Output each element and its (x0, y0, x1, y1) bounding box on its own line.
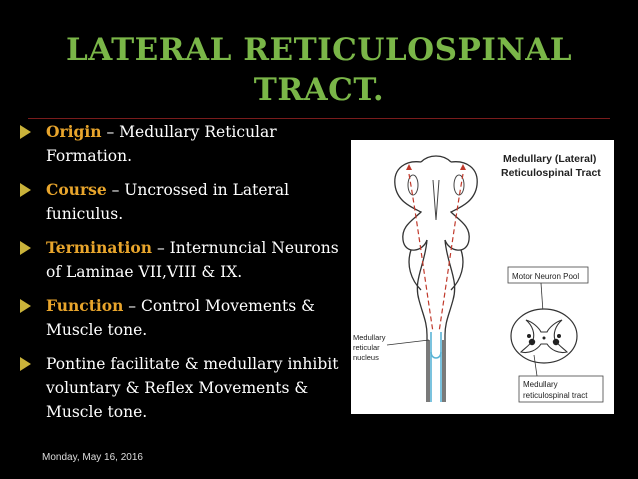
title-line-1: LATERAL RETICULOSPINAL (65, 32, 573, 68)
bullet-arrow-icon (20, 357, 31, 371)
bullet-term: Origin (46, 122, 102, 141)
bullet-arrow-icon (20, 241, 31, 255)
label-tract-1: Medullary (523, 380, 558, 389)
bullet-term: Function (46, 296, 124, 315)
reticular-nucleus (430, 332, 442, 402)
title-divider (28, 118, 610, 119)
bullet-origin: Origin – Medullary Reticular Formation. (18, 120, 353, 168)
bullet-arrow-icon (20, 125, 31, 139)
spinal-cord-section (510, 308, 578, 364)
bullet-pontine: Pontine facilitate & medullary inhibit v… (18, 352, 353, 424)
diagram-svg: Medullary (Lateral) Reticulospinal Tract (353, 153, 604, 403)
bullet-list: Origin – Medullary Reticular Formation. … (18, 120, 353, 434)
bullet-term: Termination (46, 238, 153, 257)
bullet-text: – Medullary Reticular Formation. (46, 123, 277, 165)
slide-title: LATERAL RETICULOSPINAL TRACT. (0, 30, 638, 110)
figure-title-2: Reticulospinal Tract (501, 167, 601, 179)
label-motor-pool: Motor Neuron Pool (512, 272, 579, 281)
bullet-text: Pontine facilitate & medullary inhibit v… (46, 355, 339, 421)
bullet-course: Course – Uncrossed in Lateral funiculus. (18, 178, 353, 226)
label-nucleus-3: nucleus (353, 353, 379, 362)
bullet-term: Course (46, 180, 107, 199)
tract-path (408, 173, 464, 333)
bullet-arrow-icon (20, 299, 31, 313)
label-nucleus-1: Medullary (353, 333, 386, 342)
footer-date: Monday, May 16, 2016 (42, 452, 143, 463)
title-line-2: TRACT. (253, 72, 385, 108)
brainstem-outline (394, 155, 478, 402)
bullet-termination: Termination – Internuncial Neurons of La… (18, 236, 353, 284)
bullet-arrow-icon (20, 183, 31, 197)
reticulospinal-diagram: Medullary (Lateral) Reticulospinal Tract (351, 140, 614, 414)
bullet-text: – Control Movements & Muscle tone. (46, 297, 315, 339)
bullet-text: – Internuncial Neurons of Laminae VII,VI… (46, 239, 339, 281)
figure-title-1: Medullary (Lateral) (503, 153, 596, 165)
bullet-function: Function – Control Movements & Muscle to… (18, 294, 353, 342)
label-tract-2: reticulospinal tract (523, 391, 588, 400)
bullet-text: – Uncrossed in Lateral funiculus. (46, 181, 290, 223)
label-nucleus-2: reticular (353, 343, 380, 352)
